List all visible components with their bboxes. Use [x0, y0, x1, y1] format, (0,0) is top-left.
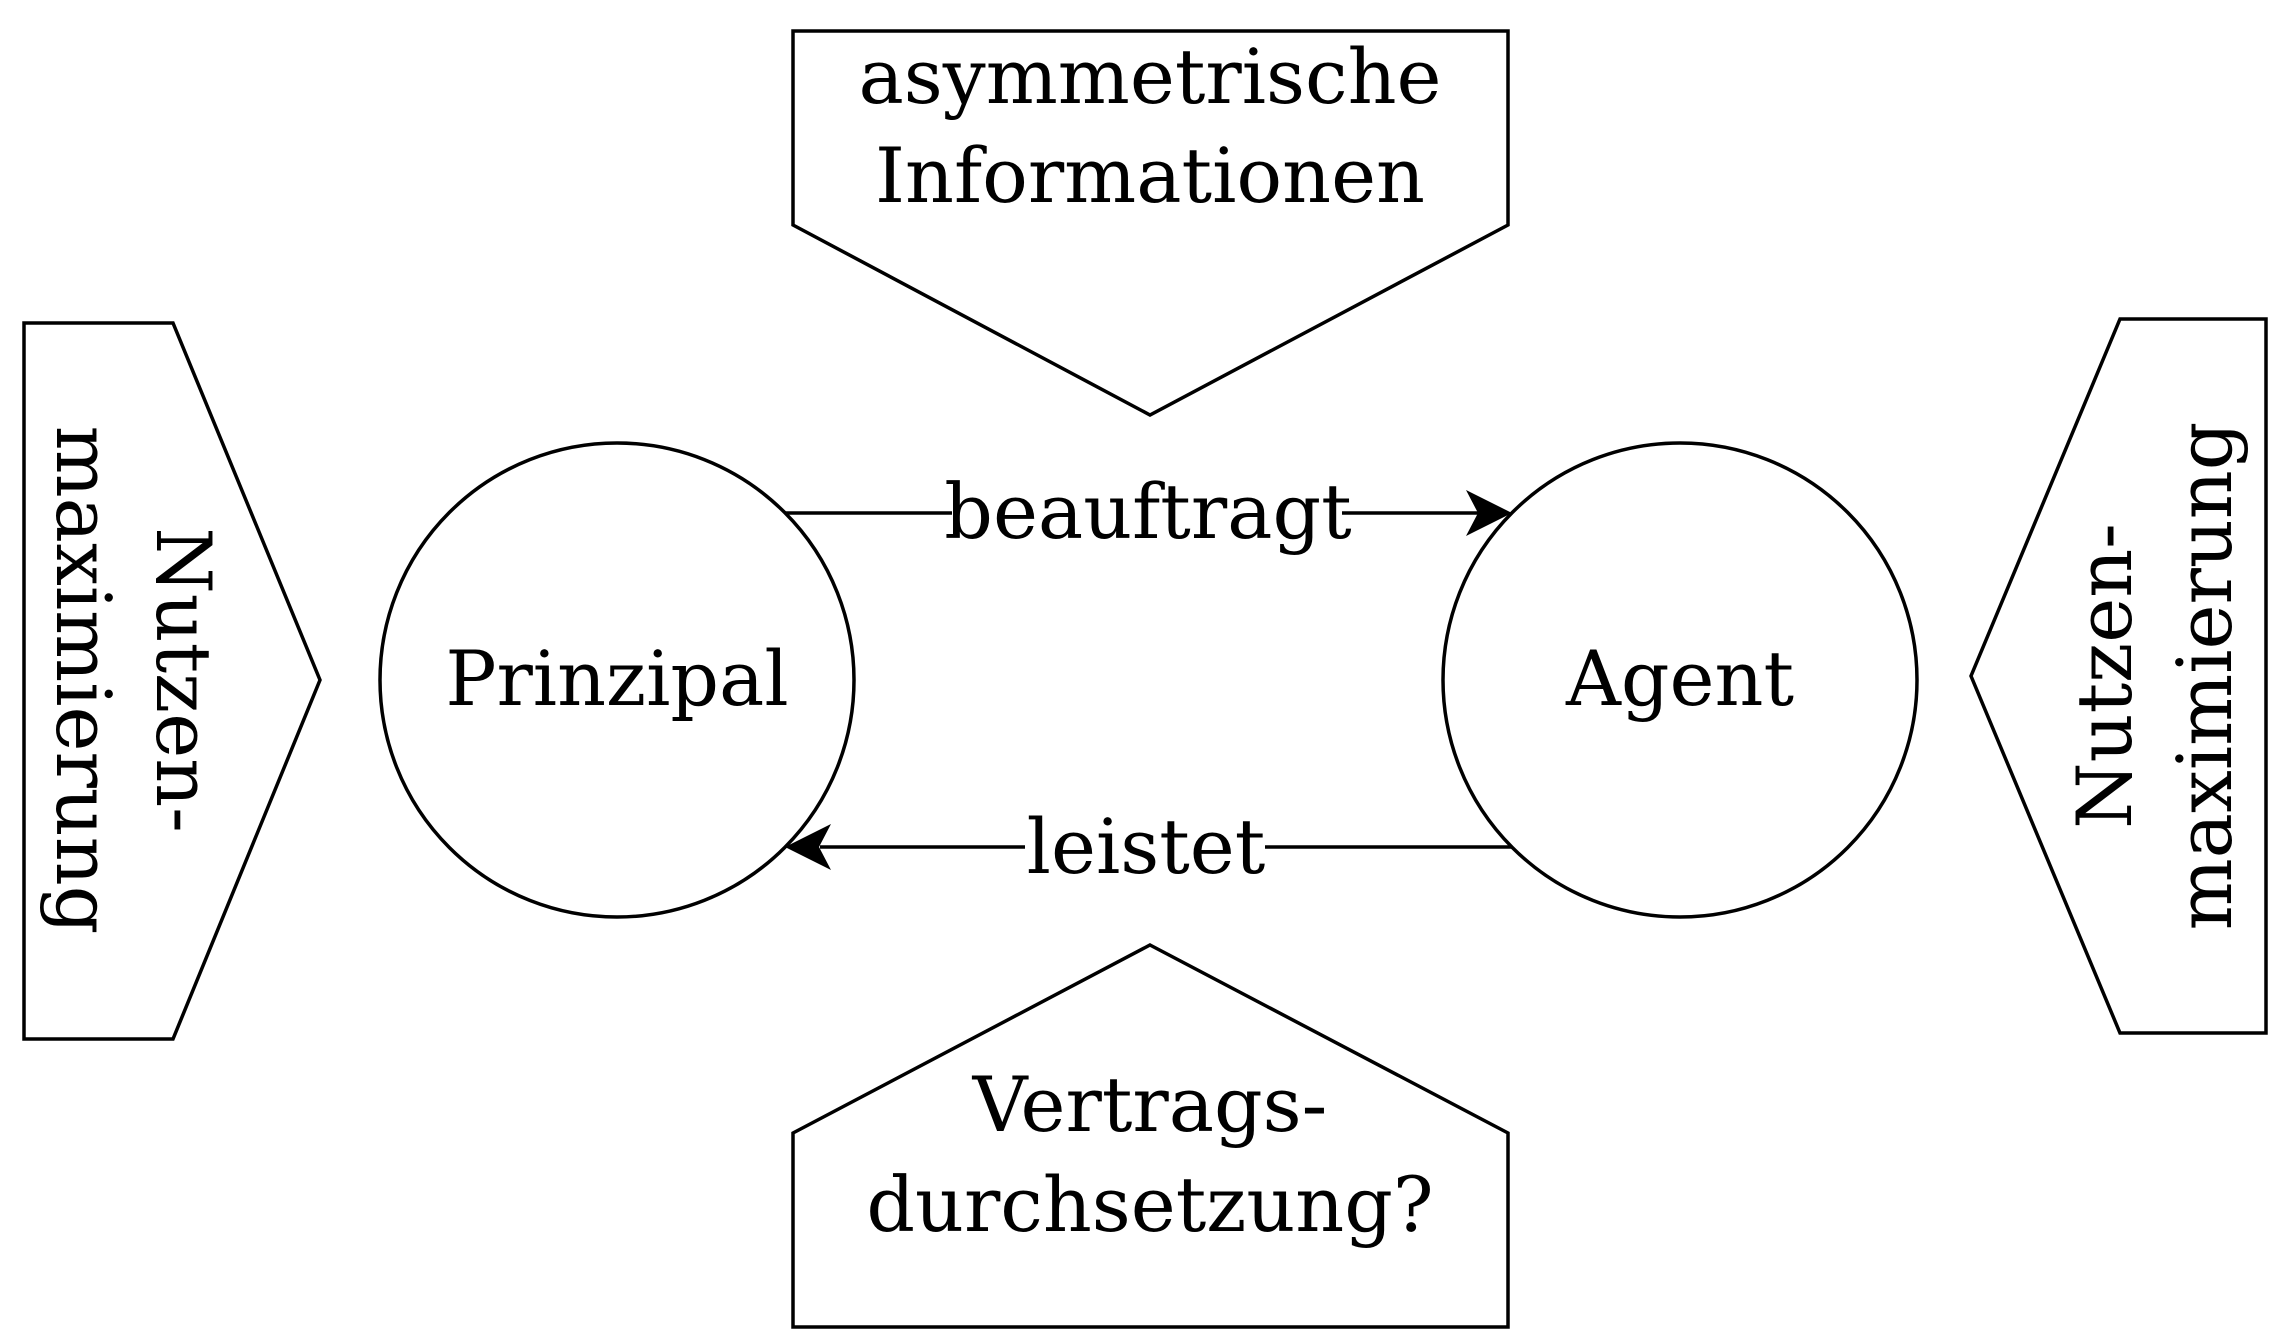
callout-right-line2: maximierung: [2160, 422, 2249, 931]
callout-bottom: Vertrags- durchsetzung?: [791, 943, 1510, 1329]
node-principal-label: Prinzipal: [445, 634, 788, 723]
callout-bottom-line1: Vertrags-: [972, 1060, 1328, 1149]
edge-performs: leistet: [785, 802, 1512, 891]
edge-assigns: beauftragt: [785, 467, 1512, 556]
callout-bottom-shape: [791, 943, 1510, 1329]
callout-right: Nutzen- maximierung: [1969, 317, 2268, 1035]
callout-left-shape: [22, 321, 322, 1041]
callout-left-line2: maximierung: [39, 426, 128, 935]
callout-right-shape: [1969, 317, 2268, 1035]
callout-top-line1: asymmetrische: [858, 32, 1441, 121]
node-principal-circle: [378, 441, 856, 919]
callout-left-line1: Nutzen-: [139, 527, 228, 833]
edge-assigns-label: beauftragt: [944, 467, 1351, 556]
callout-top: asymmetrische Informationen: [791, 29, 1510, 417]
node-agent-label: Agent: [1565, 634, 1794, 723]
callout-left: Nutzen- maximierung: [22, 321, 322, 1041]
callout-top-line2: Informationen: [875, 131, 1425, 220]
callout-right-line1: Nutzen-: [2060, 523, 2149, 829]
callout-top-shape: [791, 29, 1510, 417]
arrowhead-right-icon: [1466, 490, 1512, 536]
node-agent: Agent: [1441, 441, 1919, 919]
callout-bottom-line2: durchsetzung?: [866, 1160, 1433, 1249]
node-principal: Prinzipal: [378, 441, 856, 919]
node-agent-circle: [1441, 441, 1919, 919]
arrowhead-left-icon: [785, 824, 831, 870]
edge-performs-label: leistet: [1027, 802, 1266, 891]
